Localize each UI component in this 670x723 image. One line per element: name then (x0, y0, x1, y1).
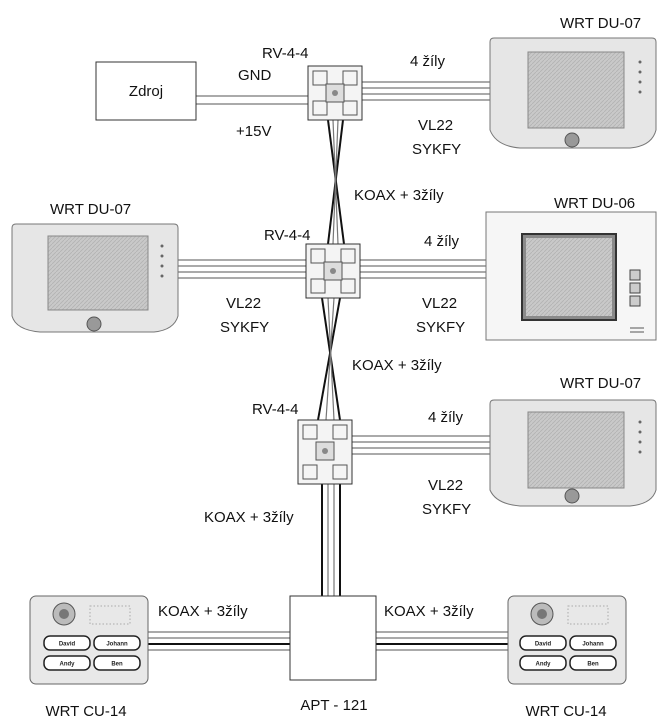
label-sykfy-middle-left: SYKFY (220, 319, 269, 336)
label-gnd: GND (238, 67, 272, 84)
label-vl22-top: VL22 (418, 117, 453, 134)
panel-left-name-3: Andy (60, 662, 76, 668)
label-koax-right: KOAX + 3žíly (384, 603, 474, 620)
label-sykfy-middle-right: SYKFY (416, 319, 465, 336)
label-4-zily-top: 4 žíly (410, 53, 446, 70)
apt-box (289, 595, 377, 681)
power-supply-box (95, 61, 197, 121)
monitor-du07-middle-left (11, 223, 179, 333)
door-panel-cu14-left: David Johann Andy Ben (29, 595, 149, 685)
label-koax-left: KOAX + 3žíly (158, 603, 248, 620)
panel-right-name-2: Johann (582, 642, 604, 648)
label-rv-bottom: RV-4-4 (252, 401, 298, 418)
monitor-du06-middle-right (485, 211, 657, 341)
panel-right-name-4: Ben (587, 662, 599, 668)
label-vl22-bottom: VL22 (428, 477, 463, 494)
label-4-zily-bottom: 4 žíly (428, 409, 464, 426)
label-koax-2: KOAX + 3žíly (352, 357, 442, 374)
label-zdroj: Zdroj (129, 83, 163, 100)
monitor-du07-top-right (489, 37, 657, 149)
label-apt-121: APT - 121 (300, 697, 367, 714)
label-wrt-du07-bottom-right: WRT DU-07 (560, 375, 641, 392)
label-sykfy-bottom: SYKFY (422, 501, 471, 518)
label-wrt-du07-middle-left: WRT DU-07 (50, 201, 131, 218)
label-rv-top: RV-4-4 (262, 45, 308, 62)
label-15v: +15V (236, 123, 271, 140)
label-wrt-cu14-left: WRT CU-14 (45, 703, 126, 720)
label-4-zily-middle: 4 žíly (424, 233, 460, 250)
panel-left-name-2: Johann (106, 642, 128, 648)
label-rv-middle: RV-4-4 (264, 227, 310, 244)
junction-box-bottom (297, 419, 353, 485)
panel-right-name-3: Andy (536, 662, 552, 668)
label-koax-1: KOAX + 3žíly (354, 187, 444, 204)
label-koax-3: KOAX + 3žíly (204, 509, 294, 526)
label-sykfy-top: SYKFY (412, 141, 461, 158)
panel-left-name-1: David (59, 642, 76, 648)
labels: Zdroj GND +15V RV-4-4 RV-4-4 RV-4-4 4 ží… (45, 15, 641, 720)
door-panel-cu14-right: David Johann Andy Ben (507, 595, 627, 685)
label-wrt-cu14-right: WRT CU-14 (525, 703, 606, 720)
label-vl22-middle-right: VL22 (422, 295, 457, 312)
label-wrt-du07-top-right: WRT DU-07 (560, 15, 641, 32)
panel-left-name-4: Ben (111, 662, 123, 668)
monitor-du07-bottom-right (489, 399, 657, 507)
panel-right-name-1: David (535, 642, 552, 648)
junction-box-middle (305, 243, 361, 299)
junction-box-top (307, 65, 363, 121)
label-vl22-middle-left: VL22 (226, 295, 261, 312)
wires (148, 81, 508, 651)
label-wrt-du06-middle-right: WRT DU-06 (554, 195, 635, 212)
